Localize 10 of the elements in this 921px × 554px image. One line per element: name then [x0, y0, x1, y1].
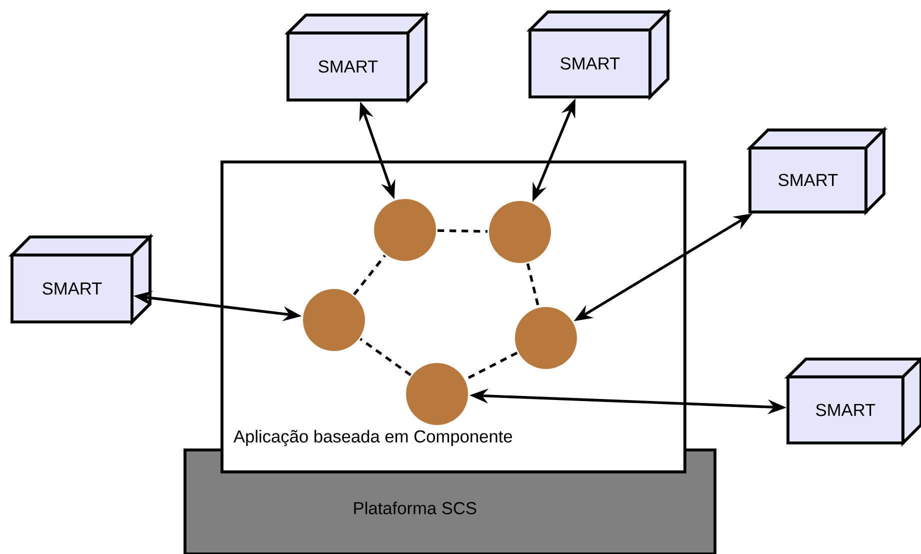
- component-circle: [488, 201, 551, 263]
- component-circle: [374, 199, 436, 261]
- component-circle: [514, 307, 577, 369]
- connector-line: [353, 254, 386, 296]
- connector-line: [437, 229, 488, 233]
- connector-line: [360, 338, 412, 376]
- component-circle: [406, 362, 468, 425]
- component-circle: [302, 289, 365, 351]
- connector-line: [465, 352, 518, 380]
- connector-line: [526, 263, 540, 307]
